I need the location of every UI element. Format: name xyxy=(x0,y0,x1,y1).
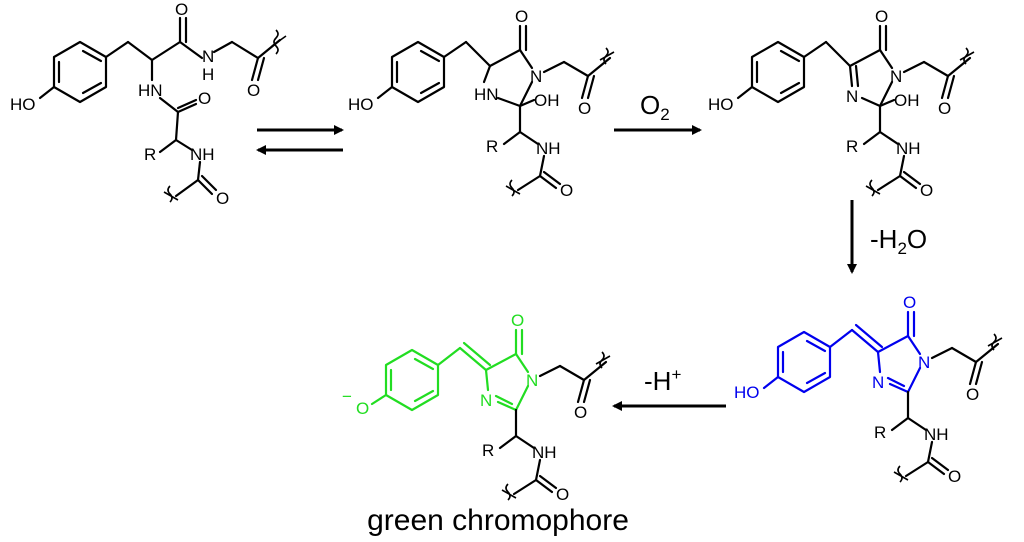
structure-1-bonds xyxy=(38,16,282,198)
atom-label-o: O xyxy=(938,99,951,118)
atom-label-o: O xyxy=(903,293,916,312)
atom-label-o: O xyxy=(920,181,933,200)
atom-label-nh: NH xyxy=(896,139,921,158)
caption-green-chromophore: green chromophore xyxy=(367,504,629,537)
atom-label-ho: HO xyxy=(708,95,734,114)
dehydration-arrow: -H2O xyxy=(847,200,927,274)
reagent-minus-water: -H2O xyxy=(870,224,927,258)
atom-label-n: N xyxy=(530,67,542,86)
phenol-ring xyxy=(390,40,446,104)
structure-5-labels: O − N N O O R NH O xyxy=(342,311,587,504)
atom-label-o: O xyxy=(247,81,260,100)
atom-label-n: N xyxy=(846,87,858,106)
structure-3-bonds xyxy=(736,24,972,192)
atom-label-ho: HO xyxy=(10,95,36,114)
wavy-bond xyxy=(595,351,611,369)
atom-label-o: O xyxy=(198,89,211,108)
atom-label-r: R xyxy=(846,137,858,156)
atom-label-n: N xyxy=(526,371,538,390)
atom-label-nh: NH xyxy=(536,139,561,158)
atom-label-o: O xyxy=(515,7,528,26)
wavy-bond xyxy=(599,47,615,65)
atom-label-nh: NH xyxy=(532,443,557,462)
structure-5-chromophore-bonds xyxy=(370,328,530,412)
reagent-o2: O2 xyxy=(640,90,670,124)
atom-label-o: O xyxy=(875,7,888,26)
wavy-bond xyxy=(987,333,1003,351)
charge-minus: − xyxy=(342,387,352,406)
structure-4-labels: HO N N O O R NH O xyxy=(734,293,979,486)
atom-label-ho: HO xyxy=(348,95,374,114)
phenolate-ring xyxy=(384,348,440,412)
atom-label-o: O xyxy=(556,485,569,504)
atom-label-r: R xyxy=(486,137,498,156)
atom-label-r: R xyxy=(144,145,156,164)
atom-label-o: O xyxy=(948,467,961,486)
atom-label-nh: NH xyxy=(924,425,949,444)
wavy-bond xyxy=(163,185,179,203)
atom-label-o: O xyxy=(578,99,591,118)
structure-1-labels: HO HN N H O O O R NH O xyxy=(10,0,260,208)
structure-2-labels: HO HN N OH O O R NH O xyxy=(348,7,591,200)
atom-label-oh: OH xyxy=(534,91,560,110)
equilibrium-arrows xyxy=(256,125,344,155)
wavy-bond xyxy=(501,483,517,501)
wavy-bond xyxy=(505,179,521,197)
atom-label-n: N xyxy=(918,353,930,372)
atom-label-n: N xyxy=(202,47,214,66)
phenol-ring xyxy=(776,330,832,394)
atom-label-n: N xyxy=(480,391,492,410)
atom-label-o: O xyxy=(175,0,188,19)
atom-label-o: O xyxy=(560,181,573,200)
structure-3-labels: HO N N OH O O R NH O xyxy=(708,7,951,200)
atom-label-r: R xyxy=(482,441,494,460)
structure-5-green-chromophore: O − N N O O R NH O xyxy=(342,311,611,504)
atom-label-n: N xyxy=(890,67,902,86)
atom-label-hn: HN xyxy=(138,81,163,100)
atom-label-r: R xyxy=(874,423,886,442)
wavy-bond xyxy=(271,29,287,55)
structure-2-bonds xyxy=(376,24,612,192)
structure-1-tripeptide: HO HN N H O O O R NH O xyxy=(10,0,287,208)
structure-5-peptide-bonds xyxy=(498,360,608,496)
atom-label-hn: HN xyxy=(474,85,499,104)
wavy-bond xyxy=(959,47,975,65)
atom-label-ho: HO xyxy=(734,383,760,402)
phenol-ring xyxy=(750,40,806,104)
atom-label-nh: NH xyxy=(190,145,215,164)
deprotonation-arrow: -H+ xyxy=(612,365,726,411)
atom-label-o: O xyxy=(574,403,587,422)
atom-label-o: O xyxy=(216,189,229,208)
structure-4-chromophore-bonds xyxy=(762,310,922,394)
structure-4-neutral-chromophore: HO N N O O R NH O xyxy=(734,293,1003,486)
oxidation-arrow: O2 xyxy=(614,90,702,135)
atom-label-phenolate-o: O xyxy=(356,399,369,418)
structure-3-oxidized-intermediate: HO N N OH O O R NH O xyxy=(708,7,975,200)
atom-label-h: H xyxy=(202,65,214,84)
reagent-minus-proton: -H+ xyxy=(644,365,681,396)
atom-label-o: O xyxy=(966,385,979,404)
phenol-ring xyxy=(52,40,108,104)
atom-label-o: O xyxy=(511,311,524,330)
structure-2-cyclized-intermediate: HO HN N OH O O R NH O xyxy=(348,7,615,200)
wavy-bond xyxy=(865,179,881,197)
structure-4-peptide-bonds xyxy=(890,342,1000,478)
atom-label-n: N xyxy=(872,373,884,392)
atom-label-oh: OH xyxy=(894,91,920,110)
wavy-bond xyxy=(893,465,909,483)
